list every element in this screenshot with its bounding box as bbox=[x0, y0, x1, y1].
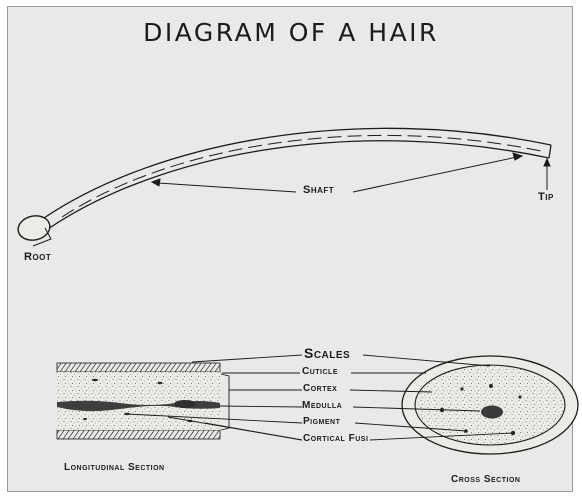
label-shaft: Shaft bbox=[303, 184, 335, 196]
label-scales: Scales bbox=[304, 345, 351, 361]
longitudinal-section bbox=[56, 362, 221, 440]
hair-tip-end bbox=[548, 144, 552, 159]
label-cortex: Cortex bbox=[303, 383, 338, 394]
caption-cross-section: Cross Section bbox=[451, 474, 521, 485]
label-tip: Tip bbox=[538, 191, 554, 203]
root-pointer bbox=[32, 227, 52, 247]
fusi-pointer-right bbox=[369, 432, 514, 441]
cross-section bbox=[401, 355, 579, 455]
scales-pointer-right bbox=[362, 354, 491, 367]
medulla-pointer-left bbox=[219, 405, 303, 408]
shaft-pointer-right bbox=[352, 156, 518, 193]
hair-root-bulb bbox=[17, 215, 51, 241]
long-section-lower-cuticle bbox=[56, 429, 221, 440]
medulla-pointer-right bbox=[352, 406, 481, 412]
label-pigment: Pigment bbox=[303, 416, 341, 427]
cross-section-medulla bbox=[481, 405, 503, 419]
hair-pointers bbox=[32, 152, 551, 247]
section-pointers bbox=[126, 354, 514, 441]
page-title: DIAGRAM OF A HAIR bbox=[143, 18, 439, 47]
cortex-pointer-right bbox=[349, 389, 433, 393]
hair-shaft-upper-edge bbox=[43, 127, 552, 219]
pigment-pointer-right bbox=[354, 422, 467, 432]
long-section-upper-cuticle bbox=[56, 362, 221, 373]
scales-pointer-left bbox=[191, 354, 303, 363]
shaft-pointer-left bbox=[157, 182, 297, 193]
label-cuticle: Cuticle bbox=[302, 366, 338, 377]
cortex-bracket bbox=[220, 373, 230, 431]
long-section-pigment bbox=[83, 378, 193, 423]
hair-strand bbox=[43, 127, 552, 230]
label-medulla: Medulla bbox=[302, 400, 343, 411]
label-root: Root bbox=[24, 251, 52, 263]
caption-longitudinal-section: Longitudinal Section bbox=[64, 462, 165, 473]
fusi-pointer-left-b bbox=[204, 422, 303, 441]
hair-shaft-lower-edge bbox=[47, 140, 550, 230]
cross-section-cortex bbox=[414, 364, 566, 446]
pigment-pointer-left bbox=[126, 413, 303, 424]
label-cortical-fusi: Cortical Fusi bbox=[303, 433, 369, 444]
hair-medulla-dash bbox=[61, 134, 547, 218]
